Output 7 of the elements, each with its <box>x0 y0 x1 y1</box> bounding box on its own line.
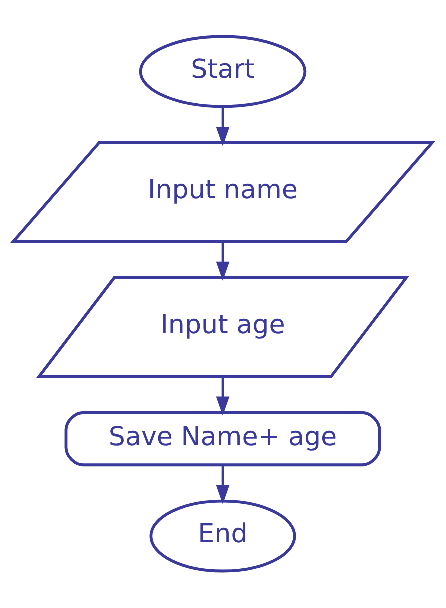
arrow <box>216 107 230 146</box>
arrow <box>216 465 230 504</box>
arrow <box>216 376 230 416</box>
node-box: Save Name+ age <box>64 411 382 467</box>
node-ellipse: Start <box>139 35 307 108</box>
node-ellipse: End <box>150 500 296 573</box>
arrow <box>216 242 230 282</box>
